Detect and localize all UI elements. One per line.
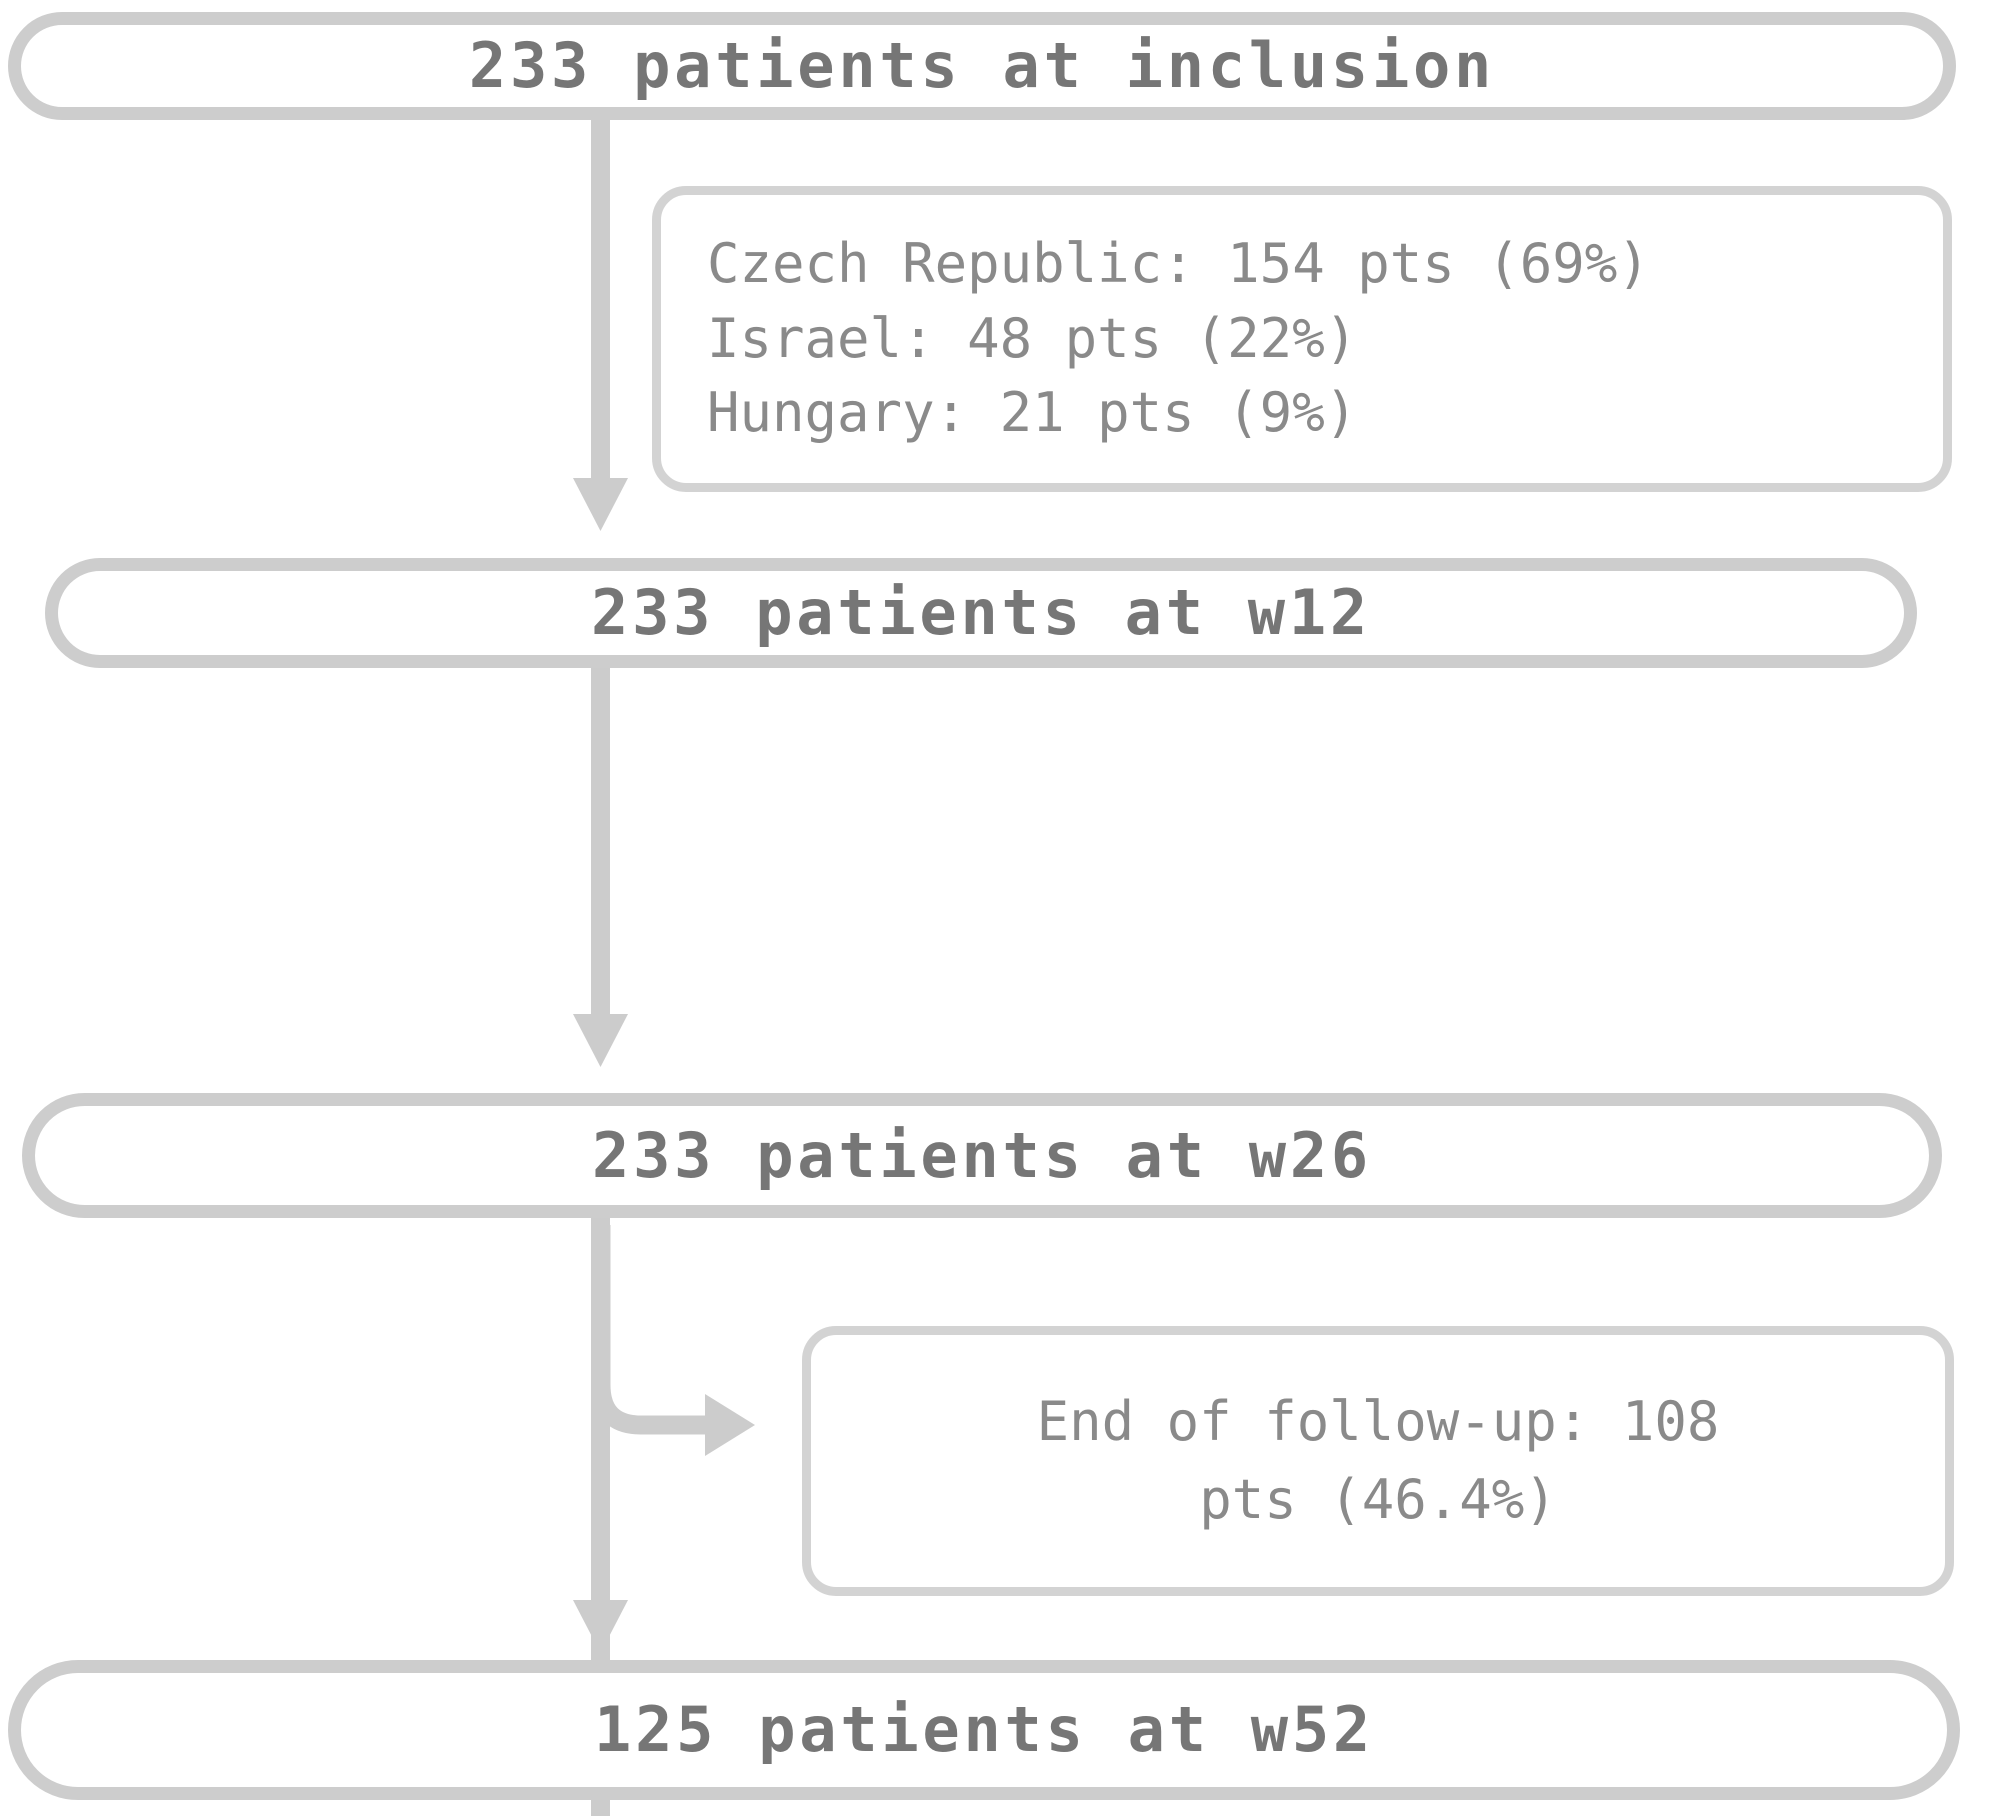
note-line-hungary: Hungary: 21 pts (9%) [707,381,1358,445]
arrow-w26-to-followup [591,1225,755,1456]
stage-box-w26[interactable]: 233 patients at w26 [22,1093,1942,1218]
stage-label-w52: 125 patients at w52 [594,1693,1374,1766]
stage-box-w52[interactable]: 125 patients at w52 [8,1660,1960,1800]
note-box-end-of-followup[interactable]: End of follow-up: 108 pts (46.4%) [802,1326,1954,1596]
note-box-country-breakdown[interactable]: Czech Republic: 154 pts (69%) Israel: 48… [652,186,1952,492]
note-line-israel: Israel: 48 pts (22%) [707,306,1358,370]
stage-box-inclusion[interactable]: 233 patients at inclusion [8,12,1956,120]
note-line-czech: Czech Republic: 154 pts (69%) [707,232,1650,296]
stage-label-inclusion: 233 patients at inclusion [468,29,1496,102]
stage-box-w12[interactable]: 233 patients at w12 [45,558,1917,668]
note-line-followup-2: pts (46.4%) [1199,1468,1557,1531]
stage-label-w12: 233 patients at w12 [591,576,1371,649]
stage-label-w26: 233 patients at w26 [592,1118,1372,1192]
arrow-inclusion-to-w12 [573,100,628,531]
note-line-followup-1: End of follow-up: 108 [1036,1389,1720,1453]
arrow-w12-to-w26 [573,648,628,1067]
